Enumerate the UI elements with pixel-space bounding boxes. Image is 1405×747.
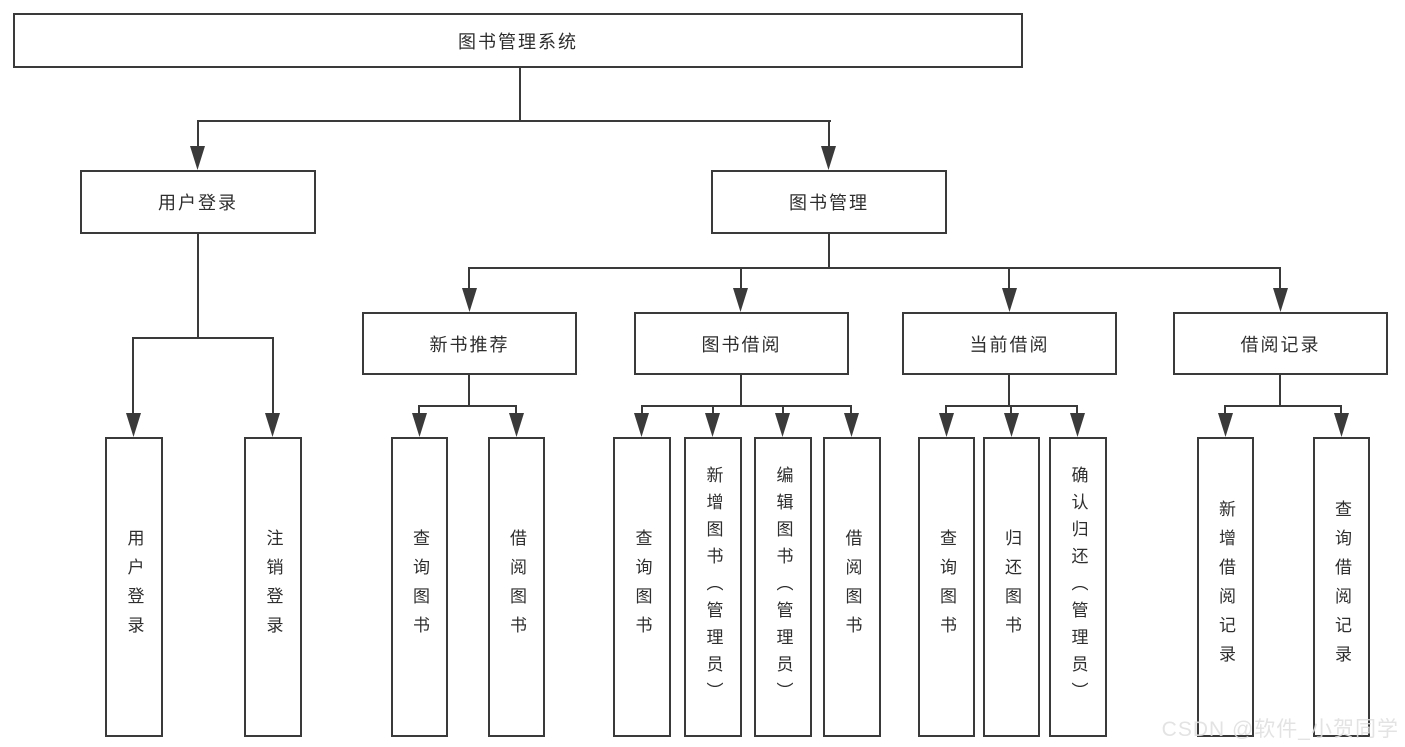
leaf-query-books-1: 查询图书 [391,437,448,737]
csdn-watermark: CSDN @软件_小贺同学 [1161,718,1399,741]
node-label: 查询图书 [632,529,652,645]
connector-stem-leaf-user-login [132,337,134,421]
node-label: 借阅图书 [507,529,526,645]
arrowhead-cb-leaf-2 [1004,413,1019,437]
leaf-borrow-books-1: 借阅图书 [488,437,545,737]
arrowhead-nbr-leaf-1 [412,413,427,437]
node-label: 借阅图书 [842,529,862,645]
node-label: 确认归还（管理员） [1068,465,1088,709]
node-label: 图书管理 [789,193,869,213]
node-label: 当前借阅 [969,334,1050,355]
leaf-confirm-return-admin: 确认归还（管理员） [1049,437,1107,737]
connector-nbr-splitter [418,405,517,407]
arrowhead-book-borrowing [733,288,748,312]
node-root-library-management-system: 图书管理系统 [13,13,1023,68]
node-label: 新增借阅记录 [1216,500,1235,674]
connector-stem-user-login [197,120,199,152]
connector-book-management-splitter [468,267,1281,269]
connector-stem-book-management [828,120,830,152]
connector-nbr-stem [468,375,470,407]
node-label: 用户登录 [158,193,238,213]
node-label: 查询图书 [937,529,956,645]
arrowhead-br-leaf-1 [1218,413,1233,437]
arrowhead-borrowing-records [1273,288,1288,312]
leaf-add-books-admin: 新增图书（管理员） [684,437,742,737]
connector-root-stem [519,66,521,122]
node-book-borrowing: 图书借阅 [634,312,849,375]
connector-user-login-stem [197,234,199,339]
arrowhead-leaf-logout [265,413,280,437]
arrowhead-bb-leaf-3 [775,413,790,437]
node-label: 图书借阅 [701,334,782,355]
node-label: 借阅记录 [1240,334,1321,355]
connector-root-splitter [197,120,831,122]
node-label: 图书管理系统 [458,31,578,52]
connector-book-management-stem [828,234,830,269]
arrowhead-nbr-leaf-2 [509,413,524,437]
leaf-add-borrow-record: 新增借阅记录 [1197,437,1254,737]
arrowhead-leaf-user-login [126,413,141,437]
arrowhead-user-login [190,146,205,170]
node-label: 用户登录 [124,529,144,645]
arrowhead-br-leaf-2 [1334,413,1349,437]
node-label: 编辑图书（管理员） [773,465,793,709]
leaf-borrow-books-2: 借阅图书 [823,437,881,737]
connector-cb-stem [1008,375,1010,407]
connector-stem-current-borrowing [1008,267,1010,292]
connector-br-splitter [1224,405,1342,407]
node-label: 查询图书 [410,529,429,645]
leaf-query-books-3: 查询图书 [918,437,975,737]
arrowhead-current-borrowing [1002,288,1017,312]
node-label: 新书推荐 [429,334,510,355]
leaf-edit-books-admin: 编辑图书（管理员） [754,437,812,737]
arrowhead-bb-leaf-1 [634,413,649,437]
node-label: 归还图书 [1002,529,1021,645]
connector-bb-stem [740,375,742,407]
connector-bb-splitter [641,405,852,407]
arrowhead-new-book-recommendation [462,288,477,312]
node-label: 注销登录 [263,529,283,645]
node-label: 查询借阅记录 [1332,500,1351,674]
node-current-borrowing: 当前借阅 [902,312,1117,375]
leaf-logout: 注销登录 [244,437,302,737]
leaf-user-login: 用户登录 [105,437,163,737]
connector-stem-book-borrowing [740,267,742,292]
arrowhead-bb-leaf-2 [705,413,720,437]
connector-stem-new-book-recommendation [468,267,470,292]
node-book-management: 图书管理 [711,170,947,234]
leaf-return-books: 归还图书 [983,437,1040,737]
connector-user-login-splitter [132,337,274,339]
node-label: 新增图书（管理员） [703,465,723,709]
arrowhead-book-management [821,146,836,170]
node-borrowing-records: 借阅记录 [1173,312,1388,375]
arrowhead-cb-leaf-1 [939,413,954,437]
arrowhead-cb-leaf-3 [1070,413,1085,437]
arrowhead-bb-leaf-4 [844,413,859,437]
node-user-login: 用户登录 [80,170,316,234]
connector-br-stem [1279,375,1281,407]
leaf-query-books-2: 查询图书 [613,437,671,737]
connector-stem-borrowing-records [1279,267,1281,292]
node-new-book-recommendation: 新书推荐 [362,312,577,375]
connector-stem-leaf-logout [272,337,274,421]
leaf-query-borrow-record: 查询借阅记录 [1313,437,1370,737]
